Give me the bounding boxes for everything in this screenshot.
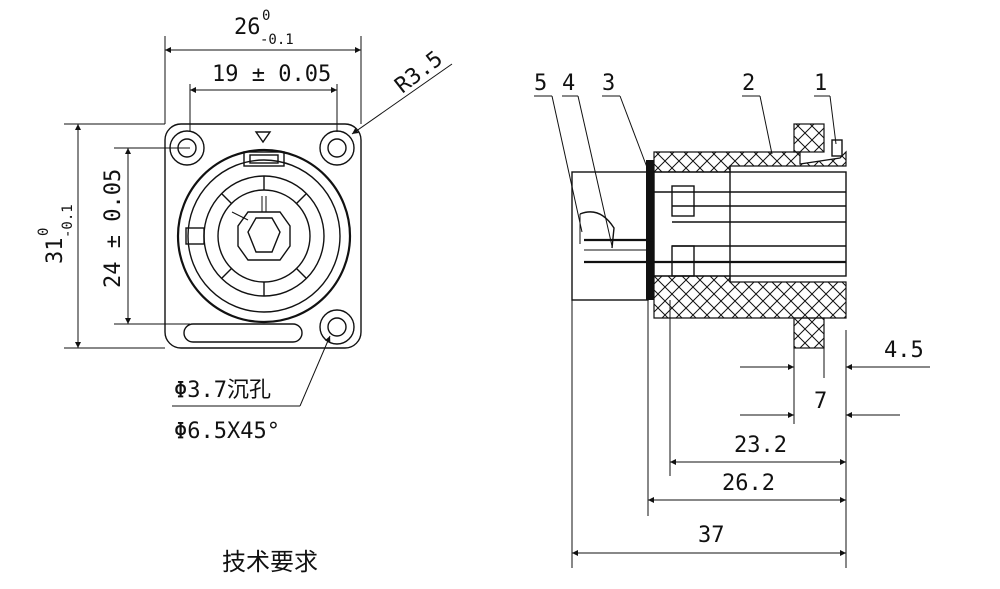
flange-nut-top: [793, 123, 825, 153]
dim-26-2-value: 26.2: [722, 471, 775, 496]
dim-height-tol-lower: -0.1: [60, 204, 76, 238]
dim-7: 7: [740, 389, 900, 418]
dim-radius-value: R3.5: [391, 46, 448, 98]
dim-width-tol-lower: -0.1: [260, 32, 294, 48]
housing-bottom-hatch: [653, 275, 847, 319]
part-label-2: 2: [742, 71, 755, 96]
part-label-4: 4: [562, 71, 575, 96]
dim-hole-spacing-19: 19 ± 0.05: [189, 62, 338, 132]
hole-note-line-2: Φ6.5X45°: [174, 419, 280, 444]
dim-height-tol-upper: 0: [36, 228, 52, 236]
dim-23-2: 23.2: [670, 433, 846, 465]
dim-width-value: 26: [234, 15, 261, 40]
dim-vertical-spacing-value: 24 ± 0.05: [101, 169, 126, 288]
technical-requirements-heading: 技术要求: [222, 548, 318, 576]
orientation-triangle: [254, 131, 272, 144]
dim-vertical-spacing-24: 24 ± 0.05: [101, 147, 190, 325]
part-labels: 5 4 3 2 1: [534, 71, 837, 247]
dim-37: 37: [572, 523, 846, 556]
dim-width-tol-upper: 0: [262, 8, 270, 24]
part-label-5: 5: [534, 71, 547, 96]
flange-nut-bottom: [793, 317, 825, 349]
dim-height-31: 31 0 -0.1: [36, 123, 165, 349]
bottom-slot: [183, 323, 303, 343]
front-view: 26 0 -0.1 19 ± 0.05 R3.5 31 0 -0.1: [36, 8, 453, 444]
inner-insert: [653, 171, 847, 277]
housing-top-hatch: [653, 150, 847, 173]
side-view: 5 4 3 2 1 4.5: [534, 71, 930, 568]
dim-7-value: 7: [814, 389, 827, 414]
dim-height-value: 31: [43, 238, 68, 265]
dim-width-26: 26 0 -0.1: [164, 8, 362, 124]
part-label-1: 1: [814, 71, 827, 96]
dim-23-2-value: 23.2: [734, 433, 787, 458]
hole-note-line-1: Φ3.7沉孔: [174, 378, 271, 403]
dim-26-2: 26.2: [648, 471, 846, 503]
dim-hole-spacing-value: 19 ± 0.05: [212, 62, 331, 87]
hole-note: Φ3.7沉孔 Φ6.5X45°: [172, 335, 331, 444]
dim-4-5: 4.5: [740, 338, 930, 370]
part-1-detail: [831, 139, 843, 157]
panel-plate: [646, 160, 654, 300]
dim-radius-r3-5: R3.5: [351, 46, 453, 135]
dim-37-value: 37: [698, 523, 725, 548]
mounting-hole-bottom-right: [319, 309, 355, 345]
part-label-3: 3: [602, 71, 615, 96]
dim-4-5-value: 4.5: [884, 338, 924, 363]
front-flange-outline: [164, 123, 362, 349]
mounting-hole-top-right: [319, 130, 355, 166]
receptacle-body: [176, 148, 352, 324]
